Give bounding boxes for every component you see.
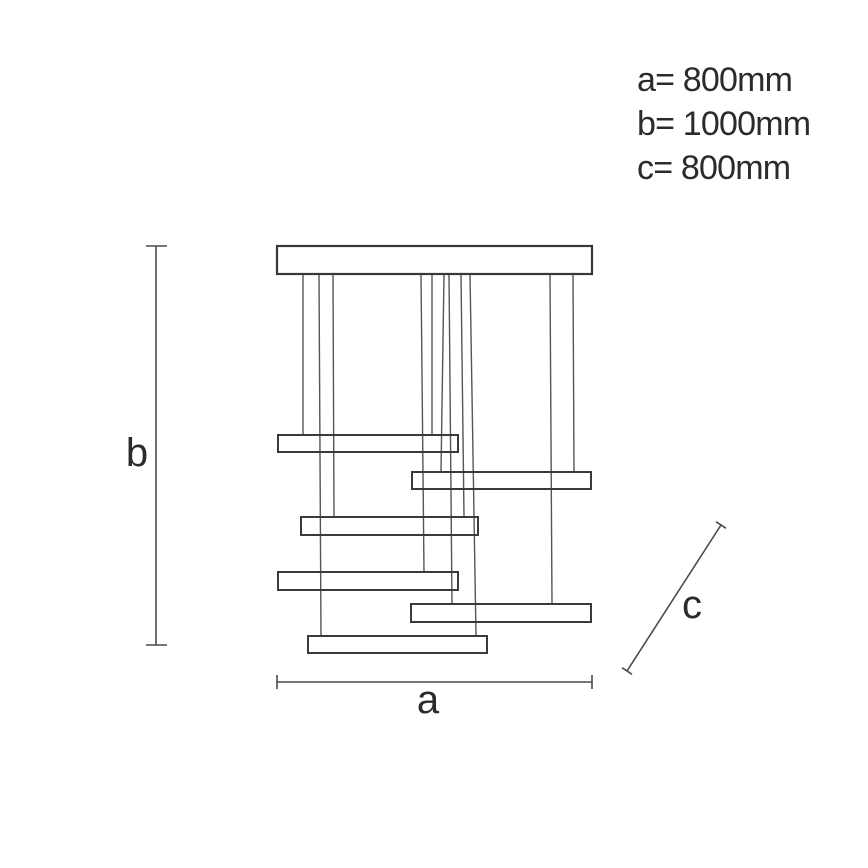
light-bar-2 [411, 471, 592, 490]
suspension-wire [572, 273, 575, 473]
suspension-wire [420, 273, 425, 573]
suspension-wire [549, 273, 553, 605]
dimension-line-c [626, 524, 722, 672]
suspension-wire [469, 273, 477, 637]
suspension-wire [440, 273, 445, 473]
suspension-wire [448, 273, 453, 605]
light-bars [277, 434, 592, 654]
dimension-label-a: a [417, 678, 440, 722]
suspension-wire [318, 273, 322, 637]
spec-line-b: b= 1000mm [637, 105, 810, 143]
fixture-drawing [275, 244, 594, 654]
dimension-c: c [621, 521, 727, 675]
dimension-label-b: b [126, 431, 148, 475]
dimension-a: a [276, 675, 593, 722]
light-bar-4 [277, 571, 459, 591]
dimension-tick [715, 521, 727, 529]
light-bar-6 [307, 635, 488, 654]
light-bar-3 [300, 516, 479, 536]
spec-line-a: a= 800mm [637, 61, 792, 99]
suspension-wire [332, 273, 335, 518]
dimension-tick [621, 667, 633, 675]
light-bar-5 [410, 603, 592, 623]
spec-list: a= 800mm b= 1000mm c= 800mm [637, 61, 811, 187]
suspension-wire [460, 273, 465, 518]
suspension-wires [302, 273, 575, 637]
ceiling-canopy [275, 244, 594, 276]
spec-line-c: c= 800mm [637, 149, 790, 187]
dimension-b: b [126, 245, 167, 646]
dimension-label-c: c [682, 583, 702, 627]
light-bar-1 [277, 434, 459, 453]
